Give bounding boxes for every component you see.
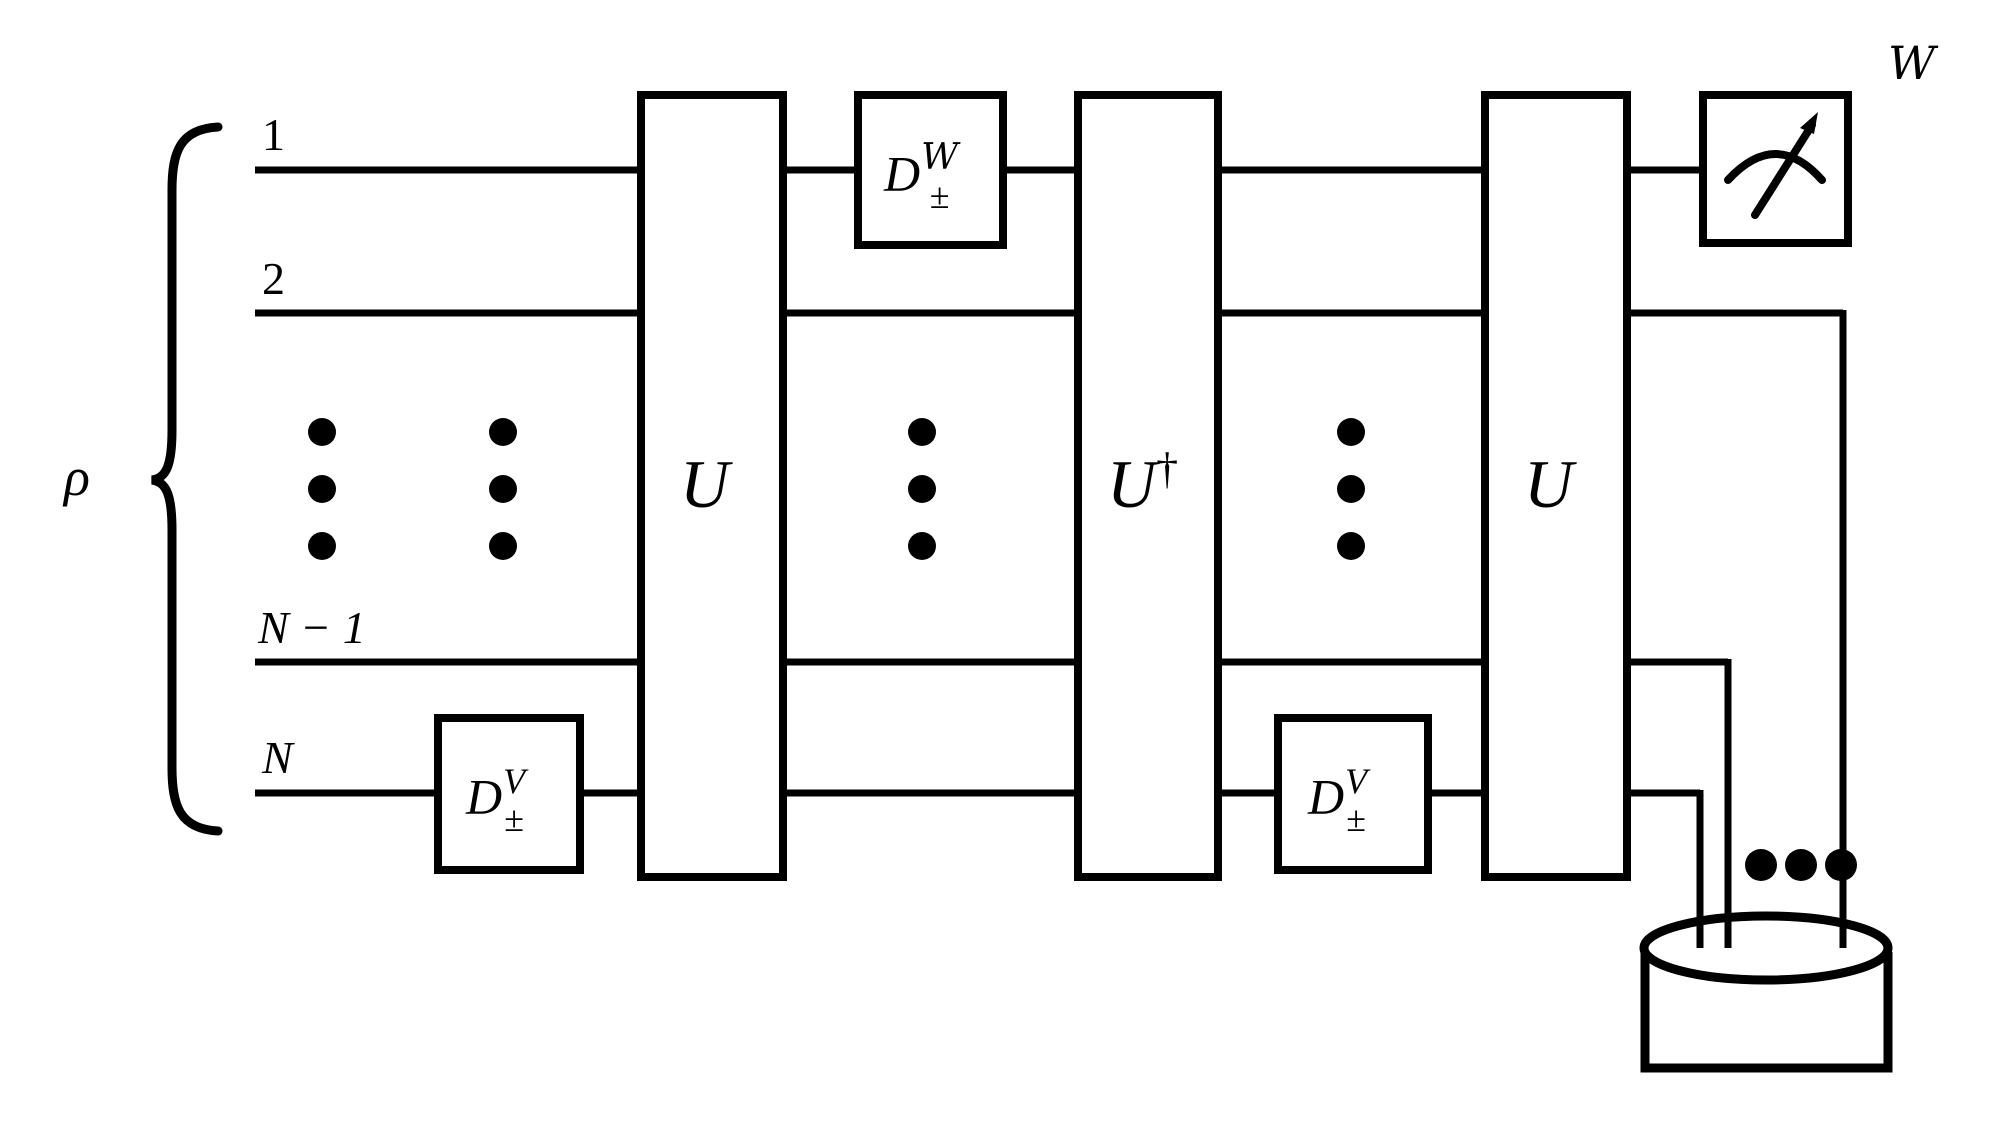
- gate-u-1-box[interactable]: [637, 91, 787, 881]
- input-state-brace: [150, 122, 223, 836]
- gate-u-dagger-letter: U: [1107, 446, 1157, 522]
- d-w-1-superscript: W: [921, 137, 959, 178]
- vdots-4: [1337, 418, 1365, 560]
- gate-d-v-1-label: D V ±: [466, 761, 526, 839]
- measurement-output-label: W: [1888, 36, 1936, 90]
- d-v-1-superscript: V: [503, 761, 526, 801]
- gate-u-2-label: U: [1524, 446, 1574, 522]
- input-state-label: ρ: [64, 447, 90, 507]
- gate-d-v-2-label: D V ±: [1308, 761, 1368, 839]
- wire-label-N: N: [262, 732, 293, 783]
- gate-d-w-1-label: D W ±: [884, 137, 959, 216]
- gate-u-dagger-box[interactable]: [1074, 91, 1222, 881]
- gate-d-w-1-box[interactable]: [854, 91, 1007, 249]
- d-v-2-base: D: [1308, 768, 1345, 825]
- gate-u-1-label: U: [680, 446, 730, 522]
- hdots-1: [1745, 849, 1857, 881]
- vdots-2: [489, 418, 517, 560]
- vdots-3: [908, 418, 936, 560]
- wire-label-1: 1: [262, 109, 285, 160]
- gate-d-v-1-box[interactable]: [434, 714, 584, 874]
- gate-u-2-box[interactable]: [1481, 91, 1631, 881]
- gate-d-v-2-box[interactable]: [1274, 714, 1432, 874]
- d-v-1-base: D: [466, 768, 503, 825]
- d-v-2-subscript: ±: [1346, 799, 1366, 839]
- meter-icon: [1724, 112, 1826, 219]
- wire-label-N-minus-1: N − 1: [258, 602, 366, 653]
- vdots-1: [308, 418, 336, 560]
- gate-meter-box[interactable]: [1699, 91, 1852, 247]
- d-w-1-base: D: [884, 145, 921, 202]
- trash-can-icon: [1639, 911, 1893, 1073]
- d-v-2-superscript: V: [1345, 761, 1368, 801]
- wire-label-2: 2: [262, 253, 285, 304]
- dagger-icon: †: [1156, 444, 1179, 494]
- d-w-1-subscript: ±: [929, 176, 950, 216]
- d-v-1-subscript: ±: [504, 799, 524, 839]
- gate-u-dagger-label: U†: [1107, 447, 1178, 518]
